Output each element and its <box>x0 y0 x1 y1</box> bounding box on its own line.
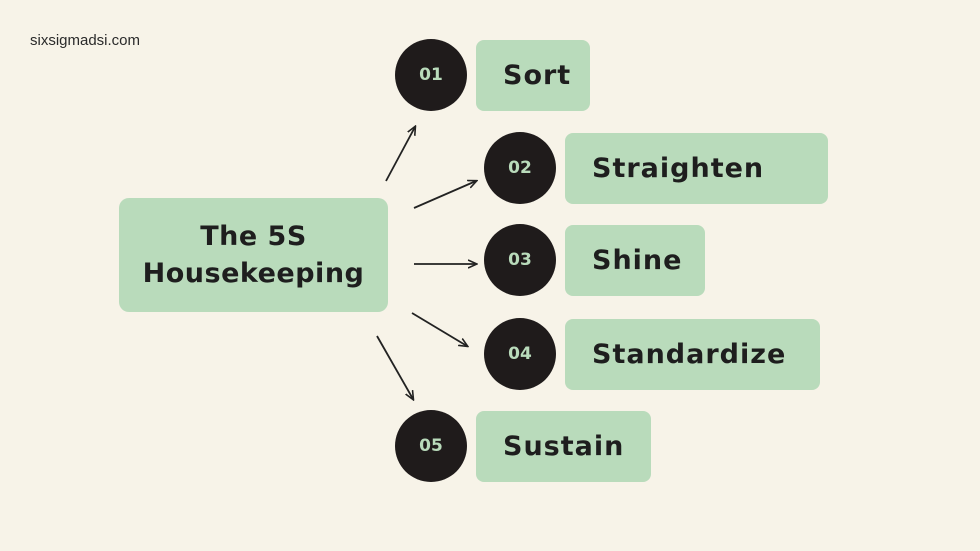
step-label-sustain: Sustain <box>476 411 651 482</box>
arrow-to-straighten <box>413 181 476 209</box>
arrow-to-standardize <box>411 312 467 346</box>
step-label-sort: Sort <box>476 40 590 111</box>
step-number-badge: 03 <box>484 224 556 296</box>
center-topic-box: The 5S Housekeeping <box>119 198 388 312</box>
step-number-badge: 02 <box>484 132 556 204</box>
step-number-badge: 05 <box>395 410 467 482</box>
center-title-line2: Housekeeping <box>142 258 365 289</box>
step-label-shine: Shine <box>565 225 705 296</box>
site-watermark: sixsigmadsi.com <box>30 32 141 49</box>
step-number-badge: 01 <box>395 39 467 111</box>
center-title-line1: The 5S <box>200 221 307 252</box>
step-label-straighten: Straighten <box>565 133 828 204</box>
step-label-standardize: Standardize <box>565 319 820 390</box>
step-number-badge: 04 <box>484 318 556 390</box>
arrow-to-sort <box>385 127 415 182</box>
arrow-to-sustain <box>376 335 413 399</box>
